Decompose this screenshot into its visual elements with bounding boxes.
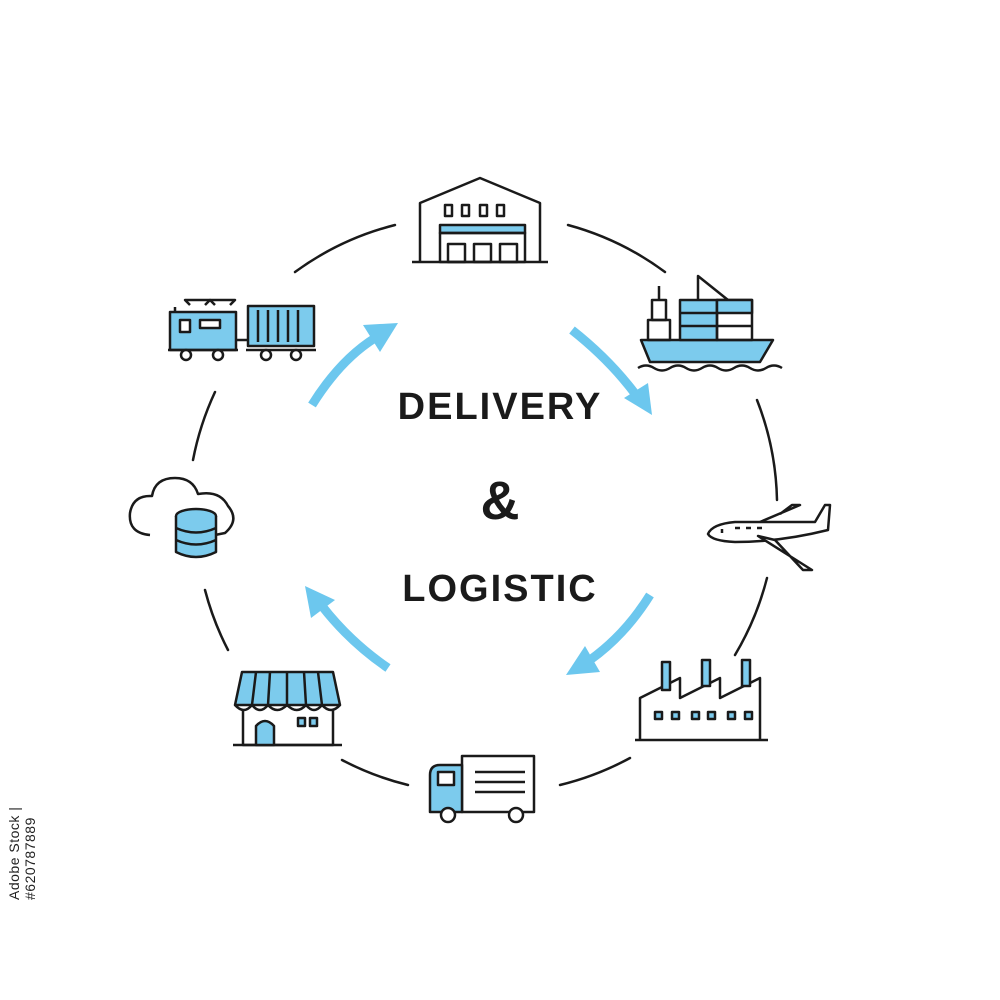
arrow-bottom-right [566, 592, 654, 675]
cloud-database-icon [128, 476, 235, 559]
ring-dashes [191, 223, 779, 787]
ring-segment [203, 588, 230, 652]
freight-train-icon [168, 298, 316, 362]
title-logistic: LOGISTIC [402, 568, 598, 610]
truck-icon [428, 754, 536, 824]
flow-arrows [305, 323, 654, 675]
title-delivery: DELIVERY [397, 386, 603, 428]
title-ampersand: & [480, 471, 520, 531]
factory-icon [635, 658, 768, 742]
arrow-bottom-left [305, 586, 391, 672]
airplane-icon [706, 503, 832, 572]
ring-segment [566, 223, 667, 274]
ring-segment [340, 758, 410, 787]
ring-segment [293, 223, 397, 274]
stock-id-label: Adobe Stock | #620787889 [6, 806, 38, 900]
container-ship-icon [637, 274, 783, 372]
warehouse-icon [412, 176, 548, 264]
ring-segment [733, 576, 769, 657]
store-icon [233, 670, 342, 747]
ring-segment [191, 390, 217, 462]
ring-segment [558, 756, 632, 787]
arrow-top-left [308, 323, 398, 408]
ring-segment [755, 398, 779, 502]
arrow-top-right [569, 326, 652, 415]
